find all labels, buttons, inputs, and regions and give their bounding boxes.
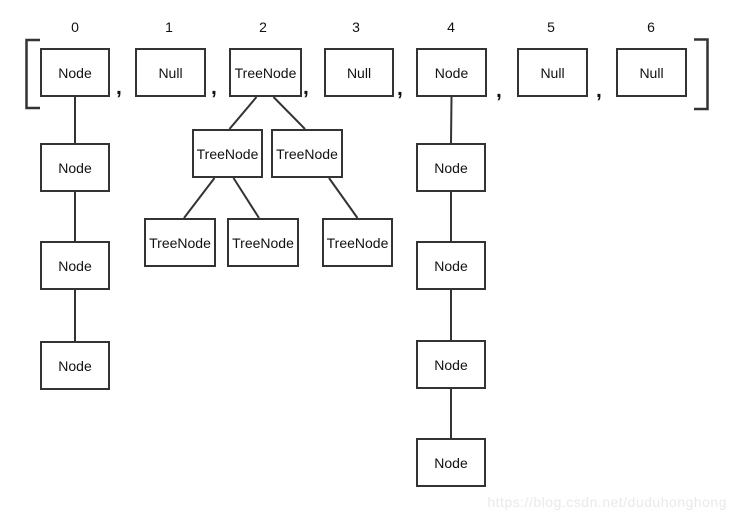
- edge-line: [450, 96, 453, 144]
- node-box: Node: [416, 143, 486, 192]
- null-box: Null: [616, 48, 687, 97]
- comma-separator: ,: [596, 79, 602, 102]
- treenode-box: TreeNode: [192, 129, 263, 178]
- index-label: 0: [71, 19, 79, 35]
- comma-separator: ,: [303, 76, 309, 99]
- index-label: 5: [547, 19, 555, 35]
- null-box: Null: [135, 48, 206, 97]
- node-box: Node: [416, 241, 486, 290]
- edge-line: [232, 177, 260, 219]
- watermark-url: https://blog.csdn.net/duduhonghong: [487, 494, 727, 510]
- edge-line: [328, 177, 359, 219]
- treenode-box: TreeNode: [271, 129, 343, 178]
- treenode-box: TreeNode: [322, 218, 393, 267]
- edge-line: [183, 177, 216, 219]
- index-label: 1: [165, 19, 173, 35]
- edge-line: [228, 96, 258, 130]
- index-label: 2: [259, 19, 267, 35]
- left-bracket-icon: [25, 38, 40, 110]
- comma-separator: ,: [496, 79, 502, 102]
- null-box: Null: [324, 48, 394, 97]
- treenode-box: TreeNode: [229, 48, 302, 97]
- comma-separator: ,: [116, 76, 122, 99]
- node-box: Node: [40, 48, 110, 97]
- index-label: 3: [352, 19, 360, 35]
- index-label: 6: [647, 19, 655, 35]
- index-label: 4: [447, 19, 455, 35]
- treenode-box: TreeNode: [227, 218, 299, 267]
- null-box: Null: [517, 48, 588, 97]
- node-box: Node: [40, 143, 110, 192]
- node-box: Node: [40, 341, 110, 390]
- node-box: Node: [40, 241, 110, 290]
- treenode-box: TreeNode: [144, 218, 216, 267]
- comma-separator: ,: [211, 76, 217, 99]
- node-box: Node: [416, 438, 486, 487]
- edge-line: [272, 96, 306, 130]
- node-box: Node: [416, 48, 487, 97]
- node-box: Node: [416, 340, 486, 389]
- right-bracket-icon: [694, 38, 709, 111]
- comma-separator: ,: [397, 77, 403, 100]
